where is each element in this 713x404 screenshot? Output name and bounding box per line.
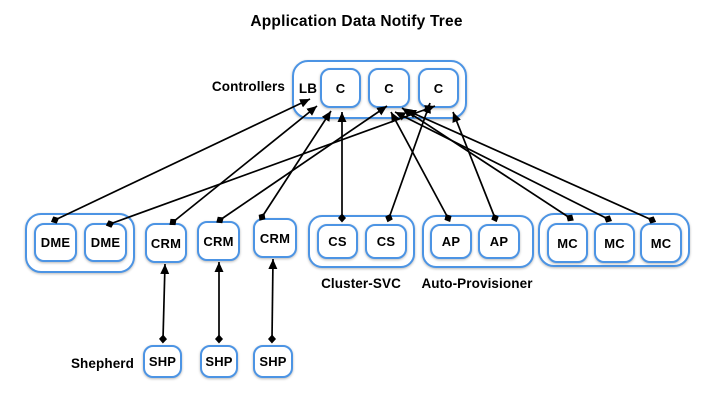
node-shp3: SHP xyxy=(253,345,293,378)
node-ap2: AP xyxy=(478,224,520,259)
lb-label: LB xyxy=(298,81,318,96)
node-mc2: MC xyxy=(594,223,635,263)
controllers-label: Controllers xyxy=(211,79,285,94)
node-cs2: CS xyxy=(365,224,407,259)
edge-crm3-to-c1 xyxy=(258,110,332,221)
node-dme2: DME xyxy=(84,223,127,262)
node-ap1: AP xyxy=(430,224,472,259)
node-crm1: CRM xyxy=(145,223,187,263)
node-shp1: SHP xyxy=(143,345,182,378)
edge-ap2-to-c3 xyxy=(452,111,499,223)
edge-crm1-to-lb xyxy=(169,105,318,226)
edge-mc2-to-c2 xyxy=(394,111,613,223)
node-cs1: CS xyxy=(317,224,358,259)
edge-crm2-to-c2 xyxy=(216,105,388,224)
edge-mc1-to-c2 xyxy=(401,107,574,222)
edge-shp3-to-crm3 xyxy=(268,258,278,344)
edge-dme1-to-lb xyxy=(50,98,311,224)
node-c2: C xyxy=(368,68,410,108)
node-crm2: CRM xyxy=(197,221,240,261)
edge-dme2-to-c3 xyxy=(105,105,436,228)
edge-shp1-to-crm1 xyxy=(159,263,170,344)
diagram-title: Application Data Notify Tree xyxy=(250,13,463,30)
node-dme1: DME xyxy=(34,223,77,262)
node-c3: C xyxy=(418,68,459,108)
edge-ap1-to-c2 xyxy=(390,111,452,222)
auto-provisioner-label: Auto-Provisioner xyxy=(421,276,533,291)
cluster-svc-label: Cluster-SVC xyxy=(321,276,401,291)
edge-mc3-to-c2 xyxy=(405,109,657,224)
node-c1: C xyxy=(320,68,361,108)
edge-cs2-to-c3 xyxy=(385,102,431,223)
node-mc3: MC xyxy=(640,223,682,263)
shepherd-label: Shepherd xyxy=(70,356,134,371)
node-mc1: MC xyxy=(547,223,588,263)
node-crm3: CRM xyxy=(253,218,297,258)
node-shp2: SHP xyxy=(200,345,238,378)
